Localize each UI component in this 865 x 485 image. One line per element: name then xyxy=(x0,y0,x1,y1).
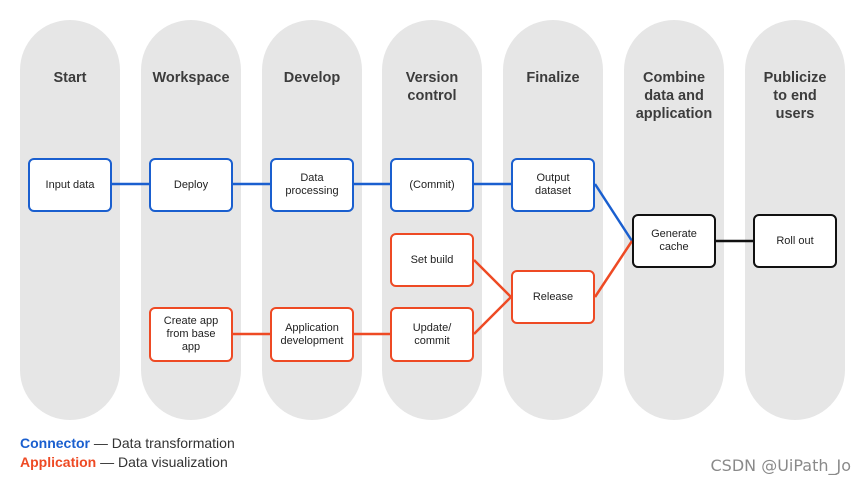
node-commit: (Commit) xyxy=(390,158,474,212)
node-set-build: Set build xyxy=(390,233,474,287)
lane-title-workspace: Workspace xyxy=(152,70,230,86)
node-application-development: Application development xyxy=(270,307,354,362)
lane-title-start: Start xyxy=(53,70,87,86)
lane-title-combine: Combine data and application xyxy=(635,70,713,122)
legend-application: Application — Data visualization xyxy=(20,453,228,471)
node-data-processing: Data processing xyxy=(270,158,354,212)
legend-connector-key: Connector xyxy=(20,435,90,451)
node-release: Release xyxy=(511,270,595,324)
node-deploy: Deploy xyxy=(149,158,233,212)
node-output-dataset: Output dataset xyxy=(511,158,595,212)
node-roll-out: Roll out xyxy=(753,214,837,268)
edge-release-cache xyxy=(593,240,634,298)
legend-application-desc: — Data visualization xyxy=(96,454,228,470)
lane-title-version-control: Version control xyxy=(405,70,459,104)
lane-title-publicize: Publicize to end users xyxy=(763,70,827,122)
lane-start xyxy=(20,20,120,420)
node-input-data: Input data xyxy=(28,158,112,212)
node-create-app: Create app from base app xyxy=(149,307,233,362)
edge-output-cache xyxy=(593,183,634,242)
legend-application-key: Application xyxy=(20,454,97,470)
legend-connector: Connector — Data transformation xyxy=(20,434,235,452)
lane-title-finalize: Finalize xyxy=(526,70,580,86)
edge-setbuild-release xyxy=(473,259,512,298)
lane-title-develop: Develop xyxy=(283,70,341,86)
watermark: CSDN @UiPath_Jo xyxy=(710,456,851,475)
legend-connector-desc: — Data transformation xyxy=(90,435,235,451)
node-update-commit: Update/ commit xyxy=(390,307,474,362)
edge-update-release xyxy=(473,296,512,335)
node-generate-cache: Generate cache xyxy=(632,214,716,268)
lane-finalize xyxy=(503,20,603,420)
